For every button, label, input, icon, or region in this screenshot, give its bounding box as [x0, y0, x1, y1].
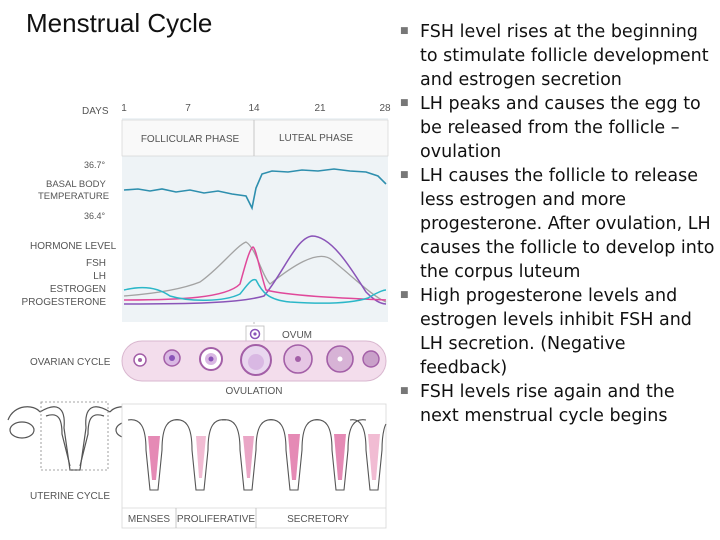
- progesterone-curve: [123, 235, 387, 305]
- corpus-albicans-icon: [362, 350, 380, 368]
- bullet-icon: ■: [400, 26, 409, 36]
- ovum-nucleus: [253, 332, 257, 336]
- rupturing-follicle-icon: [248, 354, 264, 370]
- slide-title: Menstrual Cycle: [26, 8, 213, 38]
- bbt-label-line1: BASAL BODY: [46, 179, 107, 190]
- day-tick-label: 1: [121, 103, 127, 114]
- follicle-stage-icon: [208, 356, 214, 362]
- legend-lh: LH: [93, 271, 106, 282]
- follicle-stage-icon: [169, 355, 175, 361]
- bullet-item: ■ FSH level rises at the beginning to sti…: [400, 20, 718, 92]
- ovulation-label: OVULATION: [225, 386, 282, 397]
- bullet-list: ■ FSH level rises at the beginning to sti…: [400, 20, 718, 428]
- bullet-icon: ■: [400, 290, 409, 300]
- ovarian-cycle-label: OVARIAN CYCLE: [30, 357, 111, 368]
- phase-label: LUTEAL PHASE: [279, 133, 353, 144]
- bullet-icon: ■: [400, 98, 409, 108]
- bullet-text: High progesterone levels and estrogen le…: [420, 286, 692, 378]
- phase-band: [121, 119, 389, 157]
- bullet-text: LH peaks and causes the egg to be releas…: [420, 94, 701, 162]
- fsh-curve: [123, 278, 387, 304]
- bullet-item: ■ LH causes the follicle to release less …: [400, 164, 718, 284]
- uterine-phase-label: SECRETORY: [287, 514, 349, 525]
- bullet-icon: ■: [400, 170, 409, 180]
- corpus-luteum-icon: [295, 356, 301, 362]
- bullet-icon: ■: [400, 386, 409, 396]
- menstrual-cycle-diagram: DAYS 1 7 14 21 28 FOLLICULAR PHASE LUTEA…: [7, 103, 391, 529]
- uterine-cycle-label: UTERINE CYCLE: [30, 491, 110, 502]
- day-tick-label: 21: [314, 103, 326, 114]
- bullet-item: ■ High progesterone levels and estrogen l…: [400, 284, 718, 380]
- uterine-stage-icons: [127, 419, 387, 491]
- day-tick-label: 14: [248, 103, 260, 114]
- estrogen-curve: [123, 241, 387, 303]
- uterine-phase-label: PROLIFERATIVE: [177, 514, 255, 525]
- legend-fsh: FSH: [86, 258, 106, 269]
- follicle-stage-icon: [138, 358, 142, 362]
- lh-curve: [123, 246, 387, 301]
- bullet-item: ■ FSH levels rise again and the next mens…: [400, 380, 718, 428]
- uterine-phase-label: MENSES: [128, 514, 171, 525]
- bbt-curve: [123, 168, 387, 211]
- bbt-label-line2: TEMPERATURE: [38, 191, 109, 202]
- ovum-label: OVUM: [282, 330, 312, 341]
- bbt-high-label: 36.7°: [84, 160, 106, 170]
- day-tick-label: 28: [379, 103, 391, 114]
- legend-estrogen: ESTROGEN: [50, 284, 106, 295]
- corpus-luteum-icon: [337, 356, 343, 362]
- phase-label: FOLLICULAR PHASE: [141, 134, 240, 145]
- bullet-item: ■ LH peaks and causes the egg to be relea…: [400, 92, 718, 164]
- bullet-text: FSH levels rise again and the next menst…: [420, 382, 675, 426]
- hormone-level-label: HORMONE LEVEL: [30, 241, 117, 252]
- days-label: DAYS: [82, 106, 109, 117]
- legend-progesterone: PROGESTERONE: [22, 297, 107, 308]
- day-tick-label: 7: [185, 103, 191, 114]
- bbt-low-label: 36.4°: [84, 211, 106, 221]
- bullet-text: LH causes the follicle to release less e…: [420, 166, 715, 282]
- bullet-text: FSH level rises at the beginning to stim…: [420, 22, 709, 90]
